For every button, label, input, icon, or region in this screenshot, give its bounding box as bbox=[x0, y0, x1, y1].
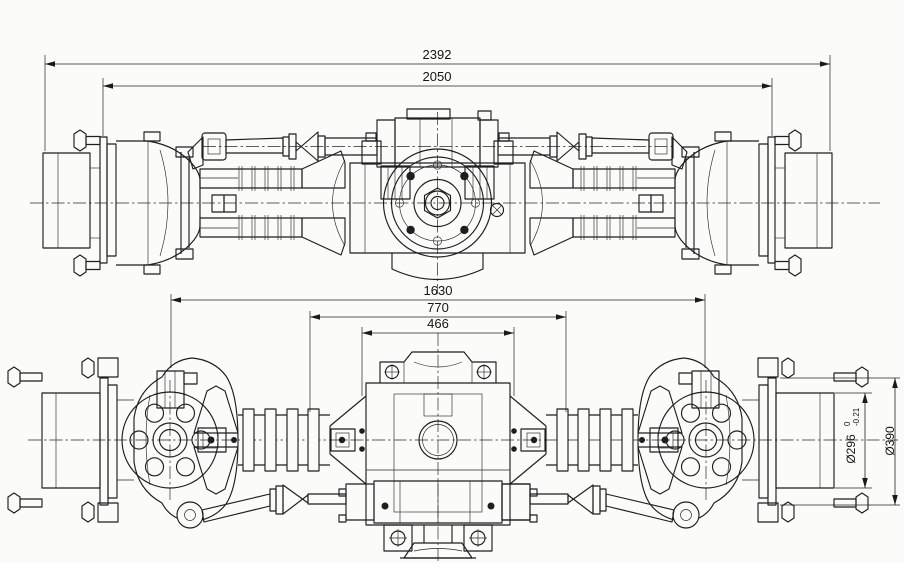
dim-hub-bore-tol-lower: -0.21 bbox=[852, 407, 861, 426]
drain-plug bbox=[489, 202, 505, 218]
bottom-mounting-pads bbox=[383, 524, 493, 559]
dim-track-width-label: 2050 bbox=[423, 69, 452, 84]
dim-hub-bore: Ø296 0 -0.21 bbox=[835, 392, 872, 489]
steering-arm bbox=[187, 136, 204, 170]
drum-end-bolt-bottom bbox=[7, 492, 43, 514]
hub-flange-plate bbox=[99, 377, 109, 506]
ball-joint-boot bbox=[295, 131, 319, 162]
kingpin-boss bbox=[156, 370, 198, 409]
input-flange bbox=[382, 148, 493, 258]
carrier-bracket bbox=[361, 140, 382, 165]
dim-seat-span: 770 bbox=[310, 300, 566, 320]
carrier-gusset-upper bbox=[301, 150, 346, 189]
dim-flange-diameter: Ø390 bbox=[780, 377, 900, 506]
axle-tube-ribbed bbox=[238, 408, 330, 472]
tie-rod-assembly bbox=[176, 484, 347, 529]
dim-hub-bore-text: Ø296 0 -0.21 bbox=[843, 407, 861, 463]
dim-hub-bore-label: Ø296 bbox=[844, 434, 858, 464]
bottom-view-left-half bbox=[7, 294, 375, 529]
drum-end-bolt-top bbox=[7, 366, 43, 388]
input-flange-nut bbox=[423, 187, 452, 219]
brake-flange-plate bbox=[99, 136, 108, 264]
dim-mount-span: 466 bbox=[362, 316, 514, 336]
tie-rod-ball-joint bbox=[176, 501, 204, 529]
axle-tube-ribs bbox=[199, 166, 303, 240]
wheel-drum bbox=[42, 152, 91, 249]
dim-mount-span-label: 466 bbox=[427, 316, 449, 331]
dim-flange-diameter-text: Ø390 bbox=[883, 426, 897, 456]
carrier-gusset-lower bbox=[301, 217, 346, 256]
tie-rod bbox=[225, 137, 284, 154]
spring-bracket-star bbox=[193, 385, 239, 495]
flange-bolt-bottom bbox=[73, 254, 101, 277]
top-mounting-bracket bbox=[379, 351, 497, 383]
bottom-view-steer-axle: 1630 770 466 Ø296 0 -0.21 bbox=[7, 283, 900, 561]
dim-seat-span-label: 770 bbox=[427, 300, 449, 315]
dim-kingpin-span: 1630 bbox=[171, 283, 705, 303]
steering-cylinder bbox=[373, 480, 531, 524]
dim-hub-bore-tol-upper: 0 bbox=[843, 421, 852, 426]
dim-flange-diameter-label: Ø390 bbox=[883, 426, 897, 456]
gear-housing bbox=[365, 351, 531, 559]
top-view-left-half bbox=[42, 55, 411, 277]
tie-rod-boot bbox=[282, 484, 309, 515]
differential-carrier bbox=[349, 108, 526, 281]
dim-track-width: 2050 bbox=[103, 69, 772, 89]
flange-bolt-holes bbox=[394, 160, 481, 246]
flange-bolt-top bbox=[73, 129, 101, 152]
wheel-drum bbox=[41, 392, 101, 489]
dim-overall-width: 2392 bbox=[45, 47, 830, 67]
dim-overall-width-label: 2392 bbox=[423, 47, 452, 62]
pinion-housing bbox=[394, 117, 481, 168]
dim-kingpin-span-label: 1630 bbox=[424, 283, 453, 298]
housing-neck bbox=[329, 395, 367, 485]
top-view-drive-axle: 2392 2050 bbox=[30, 47, 880, 294]
